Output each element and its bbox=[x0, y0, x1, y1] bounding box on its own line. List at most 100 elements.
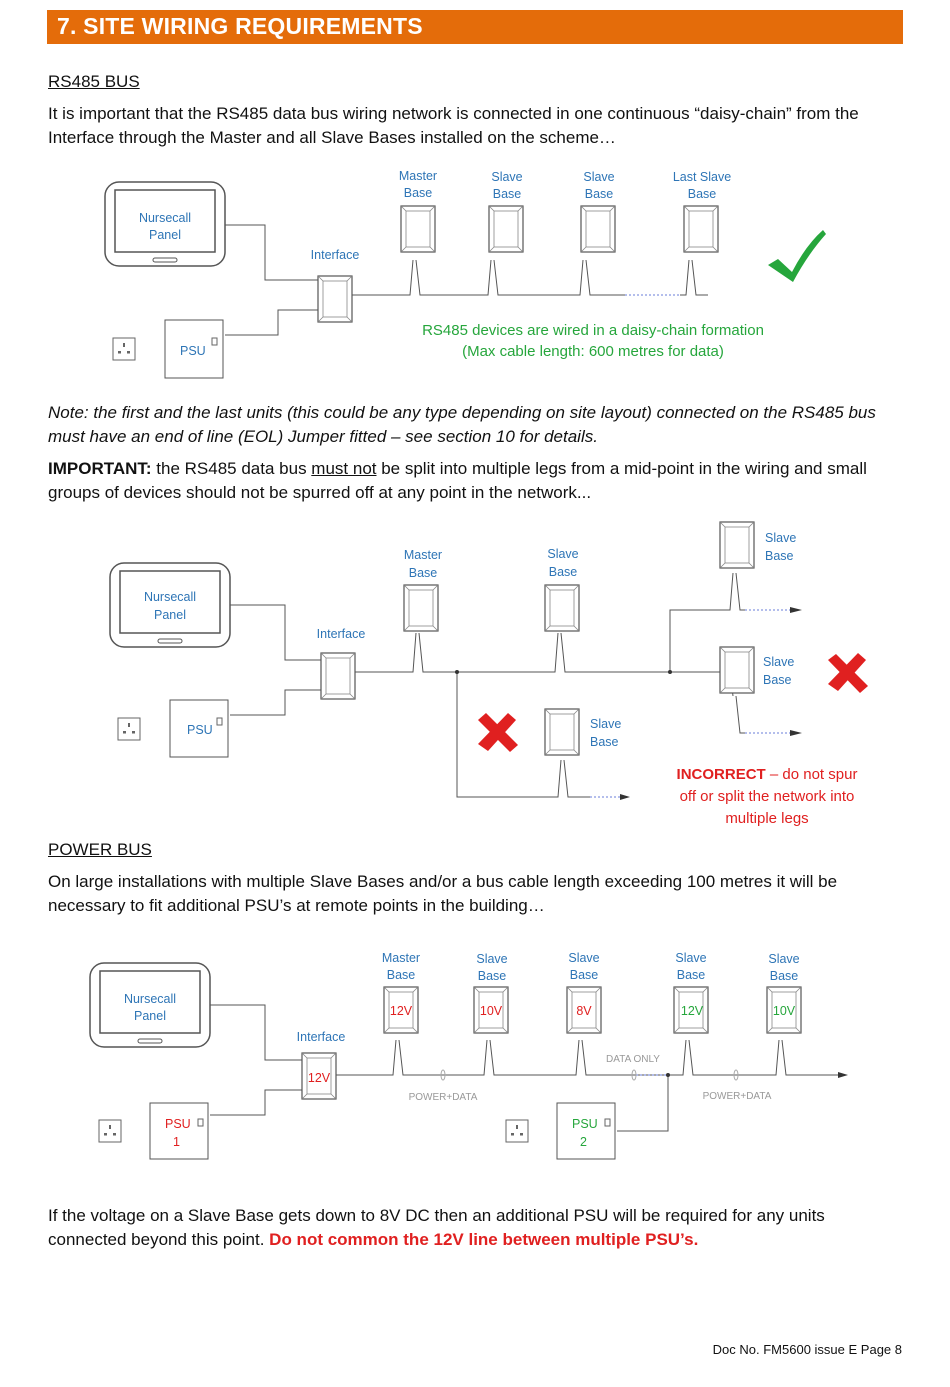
b2-label-1: Slave bbox=[476, 952, 507, 966]
power-data-label-1: POWER+DATA bbox=[409, 1092, 478, 1103]
slave-mid-label-1: Slave bbox=[547, 547, 578, 561]
master-voltage: 12V bbox=[390, 1004, 413, 1018]
section-title: 7. SITE WIRING REQUIREMENTS bbox=[57, 13, 423, 39]
data-only-label: DATA ONLY bbox=[606, 1054, 660, 1065]
power-bus-diagram: POWER+DATA DATA ONLY POWER+DATA Nursecal… bbox=[89, 951, 848, 1160]
b5-voltage: 10V bbox=[773, 1004, 796, 1018]
psu-switch-icon bbox=[216, 717, 223, 726]
last-slave-base-icon bbox=[683, 205, 719, 253]
b4-voltage: 12V bbox=[681, 1004, 704, 1018]
panel-label-2: Panel bbox=[154, 608, 186, 622]
interface-label: Interface bbox=[311, 248, 360, 262]
b4-label-2: Base bbox=[677, 968, 706, 982]
power-heading: POWER BUS bbox=[48, 840, 152, 859]
b2-label-2: Base bbox=[478, 969, 507, 983]
slave1-label-2: Base bbox=[493, 187, 522, 201]
incorrect-caption-1: INCORRECT – do not spur bbox=[677, 766, 858, 783]
panel-label-2: Panel bbox=[134, 1009, 166, 1023]
master-base-icon bbox=[400, 205, 436, 253]
nursecall-panel-icon bbox=[109, 562, 231, 648]
slave-top-label-1: Slave bbox=[765, 531, 796, 545]
psu-box bbox=[164, 319, 224, 379]
slave-base-icon bbox=[544, 708, 580, 756]
caption-line-1: RS485 devices are wired in a daisy-chain… bbox=[422, 322, 764, 339]
interface-icon bbox=[317, 275, 353, 323]
interface-voltage: 12V bbox=[308, 1071, 331, 1085]
master-label-1: Master bbox=[404, 548, 442, 562]
interface-label: Interface bbox=[317, 627, 366, 641]
rs485-intro: It is important that the RS485 data bus … bbox=[48, 104, 859, 147]
psu2-box bbox=[556, 1102, 616, 1160]
incorrect-caption-2: off or split the network into bbox=[680, 788, 855, 805]
panel-label-2: Panel bbox=[149, 228, 181, 242]
power-data-label-2: POWER+DATA bbox=[703, 1091, 772, 1102]
b5-label-1: Slave bbox=[768, 952, 799, 966]
section-header: 7. SITE WIRING REQUIREMENTS bbox=[47, 10, 903, 44]
power-outro-text: If the voltage on a Slave Base gets down… bbox=[48, 1206, 825, 1249]
incorrect-spur-diagram: Nursecall Panel PSU Interface Master Bas… bbox=[109, 521, 868, 827]
slave-base-icon bbox=[544, 584, 580, 632]
psu1-number: 1 bbox=[173, 1135, 180, 1149]
slave-top-label-2: Base bbox=[765, 549, 794, 563]
slave-right-label-2: Base bbox=[763, 673, 792, 687]
b3-label-2: Base bbox=[570, 968, 599, 982]
slave-base-icon bbox=[580, 205, 616, 253]
doc-footer: Doc No. FM5600 issue E Page 8 bbox=[712, 1342, 902, 1357]
wall-socket-icon bbox=[98, 1119, 122, 1143]
cross-icon bbox=[828, 653, 868, 693]
psu2-number: 2 bbox=[580, 1135, 587, 1149]
interface-label: Interface bbox=[297, 1030, 346, 1044]
rs485-heading: RS485 BUS bbox=[48, 72, 140, 91]
slave2-label-2: Base bbox=[585, 187, 614, 201]
b3-voltage: 8V bbox=[576, 1004, 592, 1018]
panel-label-1: Nursecall bbox=[144, 590, 196, 604]
power-intro: On large installations with multiple Sla… bbox=[48, 872, 838, 915]
wall-socket-icon bbox=[112, 337, 136, 361]
psu-switch-icon bbox=[604, 1118, 611, 1127]
psu-switch-icon bbox=[197, 1118, 204, 1127]
psu-box bbox=[169, 699, 229, 758]
master-label-1: Master bbox=[399, 169, 437, 183]
panel-label-1: Nursecall bbox=[139, 211, 191, 225]
slave-low-label-1: Slave bbox=[590, 717, 621, 731]
b1-label-1: Master bbox=[382, 951, 420, 965]
arrow-icon bbox=[838, 1072, 848, 1078]
b3-label-1: Slave bbox=[568, 951, 599, 965]
interface-icon bbox=[320, 652, 356, 700]
slave-base-icon bbox=[719, 521, 755, 569]
power-warning: Do not common the 12V line between multi… bbox=[269, 1230, 699, 1249]
last-label-2: Base bbox=[688, 187, 717, 201]
important-note: IMPORTANT: the RS485 data bus must not b… bbox=[48, 457, 898, 505]
slave-base-icon bbox=[719, 646, 755, 694]
power-outro: If the voltage on a Slave Base gets down… bbox=[48, 1204, 898, 1252]
b5-label-2: Base bbox=[770, 969, 799, 983]
psu-switch-icon bbox=[211, 337, 218, 346]
checkmark-icon bbox=[768, 230, 826, 282]
wall-socket-icon bbox=[505, 1119, 529, 1143]
important-text-a: the RS485 data bus bbox=[151, 459, 312, 478]
must-not-text: must not bbox=[311, 459, 377, 478]
master-label-2: Base bbox=[404, 186, 433, 200]
last-label-1: Last Slave bbox=[673, 170, 731, 184]
b4-label-1: Slave bbox=[675, 951, 706, 965]
psu1-box bbox=[149, 1102, 209, 1160]
master-label-2: Base bbox=[409, 566, 438, 580]
eol-note: Note: the first and the last units (this… bbox=[48, 403, 876, 446]
daisy-chain-diagram: Nursecall Panel PSU Interface Master Bas… bbox=[104, 169, 826, 379]
b1-label-2: Base bbox=[387, 968, 416, 982]
panel-label-1: Nursecall bbox=[124, 992, 176, 1006]
master-base-icon bbox=[403, 584, 439, 632]
slave-low-label-2: Base bbox=[590, 735, 619, 749]
important-label: IMPORTANT: bbox=[48, 459, 152, 478]
slave2-label-1: Slave bbox=[583, 170, 614, 184]
psu2-label: PSU bbox=[572, 1117, 598, 1131]
psu1-label: PSU bbox=[165, 1117, 191, 1131]
important-text-b: be split into multiple legs from a mid-p… bbox=[48, 459, 867, 502]
slave-right-label-1: Slave bbox=[763, 655, 794, 669]
cross-icon bbox=[478, 713, 518, 752]
caption-line-2: (Max cable length: 600 metres for data) bbox=[462, 343, 724, 360]
wall-socket-icon bbox=[117, 717, 141, 741]
slave-mid-label-2: Base bbox=[549, 565, 578, 579]
psu-label: PSU bbox=[187, 723, 213, 737]
b2-voltage: 10V bbox=[480, 1004, 503, 1018]
